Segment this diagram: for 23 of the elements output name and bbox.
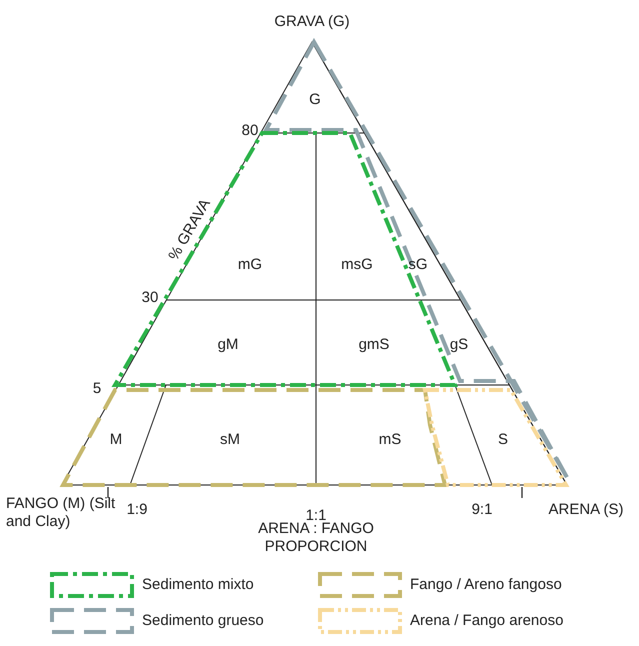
region-label: G bbox=[309, 91, 321, 109]
region-label: mS bbox=[378, 431, 402, 449]
region-label: gM bbox=[218, 336, 238, 354]
vertex-label: GRAVA (G) bbox=[274, 13, 350, 31]
axis-tick-label: 1:9 bbox=[126, 501, 148, 519]
legend-label: Sedimento grueso bbox=[142, 612, 264, 630]
vertex-label: ARENA (S) bbox=[548, 501, 624, 519]
legend-label: Sedimento mixto bbox=[142, 576, 254, 594]
axis-tick-label: 80 bbox=[242, 122, 258, 140]
region-label: mG bbox=[238, 256, 262, 274]
region-label: M bbox=[110, 431, 122, 449]
axis-tick-label: 9:1 bbox=[472, 501, 492, 519]
region-label: gS bbox=[450, 336, 468, 354]
vertex-label: FANGO (M) (Silt and Clay) bbox=[6, 495, 116, 531]
legend-label: Fango / Areno fangoso bbox=[410, 576, 562, 594]
region-label: msG bbox=[341, 256, 373, 274]
region-label: sG bbox=[408, 256, 428, 274]
axis-tick-label: 30 bbox=[142, 289, 158, 307]
legend-label: Arena / Fango arenoso bbox=[410, 612, 564, 630]
region-label: S bbox=[498, 431, 508, 449]
region-label: sM bbox=[220, 431, 240, 449]
region-label: gmS bbox=[358, 336, 390, 354]
axis-tick-label: 5 bbox=[92, 380, 102, 398]
